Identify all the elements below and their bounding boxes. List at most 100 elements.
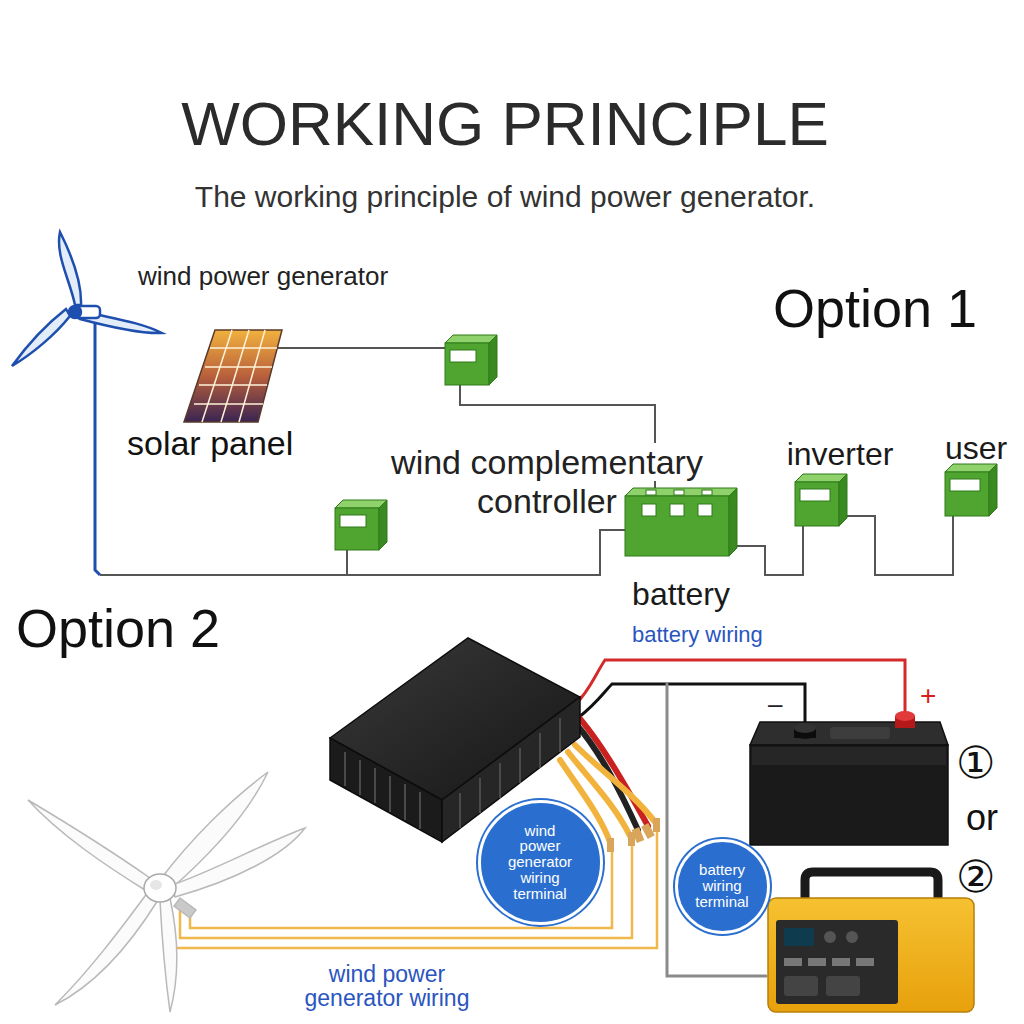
box-side <box>729 488 737 556</box>
wind-turbine-part <box>172 828 305 897</box>
wiring-label: battery wiring <box>632 622 763 647</box>
option-heading: Option 1 <box>773 278 977 338</box>
user-box: user <box>945 464 997 516</box>
wind-turbine-part <box>150 880 162 890</box>
box-shape <box>795 474 847 526</box>
charge-controller-part-part <box>344 752 346 786</box>
battery-wires-part <box>575 660 905 712</box>
solar-panel-part-part <box>221 330 249 422</box>
label-wrap: or <box>966 797 998 838</box>
box-front <box>945 472 989 516</box>
battery-cell <box>698 504 712 516</box>
label-wrap: ① <box>956 738 995 789</box>
solar-panel-part <box>194 330 277 422</box>
box-top <box>625 488 737 496</box>
controller-box-part <box>379 500 387 550</box>
car-battery-part <box>750 745 948 845</box>
power-station-part <box>784 976 818 996</box>
controller-box-part <box>335 500 387 508</box>
top-wiring-part <box>346 550 348 575</box>
label-wrap: wind power generator <box>138 262 388 292</box>
part-label: solar panel <box>127 424 293 462</box>
terminal-badge: battery wiring terminal <box>675 839 770 934</box>
car-battery-part <box>794 723 816 733</box>
generator-wires-part <box>575 745 655 822</box>
wind-turbine-outline <box>12 232 162 366</box>
subtitle: The working principle of wind power gene… <box>195 180 815 213</box>
solar-panel-part-part <box>199 384 267 386</box>
title-wrap: WORKING PRINCIPLE <box>0 93 1010 155</box>
controller-box-part <box>340 515 366 527</box>
page-title: WORKING PRINCIPLE <box>181 89 829 158</box>
box-top <box>795 474 847 482</box>
solar-panel <box>184 330 282 422</box>
controller-box <box>335 500 387 550</box>
box-label: inverter <box>787 436 894 473</box>
charge-controller-part-part <box>419 792 421 829</box>
label-wrap: battery wiring <box>632 622 763 647</box>
controller-box-part <box>335 508 379 550</box>
wind-turbine-outline-part <box>59 232 81 305</box>
charge-controller-part <box>330 738 442 842</box>
charge-controller-part-part <box>359 760 361 795</box>
power-station-part <box>826 976 860 996</box>
power-station-part <box>832 958 850 966</box>
connector-wire <box>737 526 803 575</box>
controller-box-part <box>445 343 489 385</box>
charge-controller-part-part <box>389 776 391 812</box>
box-front <box>625 496 729 556</box>
wind-turbine-part <box>28 800 150 890</box>
wind-turbine-part <box>160 898 177 1012</box>
label-wrap: wind power generator wiring <box>292 962 482 1010</box>
charge-controller-part-part <box>559 718 561 752</box>
controller-box <box>445 335 497 385</box>
power-station-part <box>784 958 802 966</box>
power-station-part <box>768 898 974 1012</box>
battery-wires-part <box>641 823 655 839</box>
badge-text: battery wiring terminal <box>693 862 751 909</box>
solar-panel-part-part <box>210 347 277 349</box>
box-screen <box>950 479 980 491</box>
battery-box: battery <box>625 488 737 556</box>
car-battery-part <box>895 711 915 721</box>
solar-panel-part <box>184 330 282 422</box>
wind-turbine-part <box>144 874 176 902</box>
label-wrap: Option 2 <box>16 597 220 659</box>
box-front <box>795 482 839 526</box>
box-screen <box>800 489 830 501</box>
box-label: user <box>945 430 1007 467</box>
part-label: wind power generator <box>138 261 388 291</box>
charge-controller-part-part <box>404 784 406 820</box>
power-station <box>768 872 974 1012</box>
solar-panel-part-part <box>202 330 232 422</box>
power-station-part <box>846 931 858 943</box>
charge-controller-part-part <box>479 778 481 813</box>
car-battery-part <box>752 747 946 765</box>
charge-controller-part-part <box>539 733 541 768</box>
battery-cap <box>646 490 656 495</box>
wind-turbine-part <box>174 898 196 918</box>
solar-panel-part-part <box>205 366 272 368</box>
charge-controller-part-part <box>499 763 501 798</box>
battery-cap <box>702 490 712 495</box>
controller-box-part <box>489 335 497 385</box>
power-station-part <box>784 928 814 946</box>
battery-cell <box>670 504 684 516</box>
charge-controller-part-part <box>519 748 521 783</box>
polarity-mark: + <box>920 680 936 711</box>
charge-controller-part-part <box>374 768 376 803</box>
solar-panel-part-part <box>194 403 263 405</box>
box-label: battery <box>632 576 730 613</box>
battery-cap <box>674 490 684 495</box>
wiring-label: wind power generator wiring <box>305 961 470 1011</box>
option-heading: Option 2 <box>16 598 220 658</box>
label-wrap: – <box>768 690 782 720</box>
controller-box-part <box>450 350 476 362</box>
top-wiring-part <box>95 322 100 575</box>
inverter-box: inverter <box>795 474 847 526</box>
generator-wires-part <box>653 818 660 832</box>
wind-turbine-part <box>55 892 158 1005</box>
car-battery-part <box>750 722 948 745</box>
power-station-part <box>856 958 874 966</box>
